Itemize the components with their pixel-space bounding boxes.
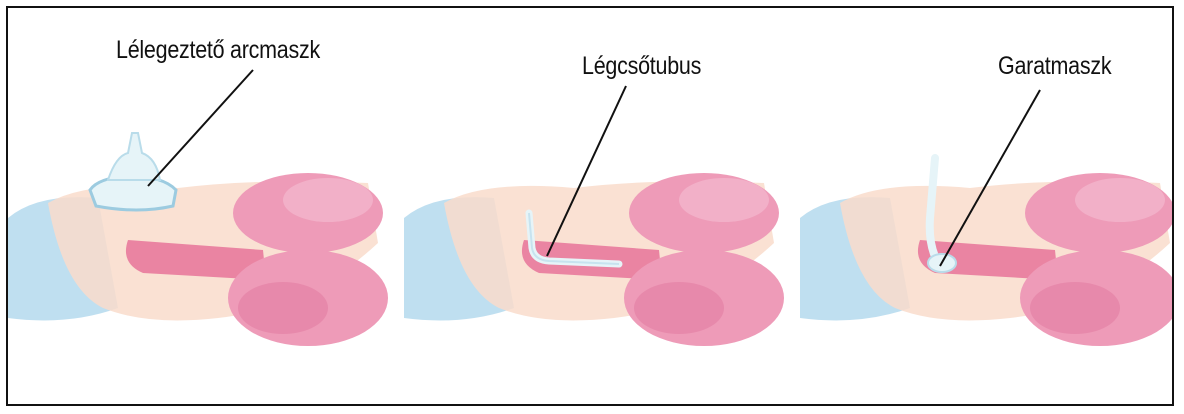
upper-lung-lobe [679,178,769,222]
leader-line-face-mask [148,70,253,186]
laryngeal-mask-illustration [800,8,1174,406]
label-laryngeal-mask: Garatmaszk [998,52,1111,81]
face-mask-device [90,176,176,210]
label-endotracheal-tube: Légcsőtubus [582,52,701,81]
panel-face-mask: Lélegeztető arcmaszk [8,8,408,406]
face-mask-dome [108,133,160,180]
face-mask-illustration [8,8,408,406]
label-face-mask: Lélegeztető arcmaszk [116,36,320,65]
lower-lung-lobe [238,282,328,334]
panel-laryngeal-mask: Garatmaszk [800,8,1174,406]
figure-frame: Lélegeztető arcmaszk Légcsőtubus [6,6,1174,406]
upper-lung-lobe [283,178,373,222]
lower-lung-lobe [1030,282,1120,334]
upper-lung-lobe [1075,178,1165,222]
lower-lung-lobe [634,282,724,334]
panel-endotracheal-tube: Légcsőtubus [404,8,804,406]
